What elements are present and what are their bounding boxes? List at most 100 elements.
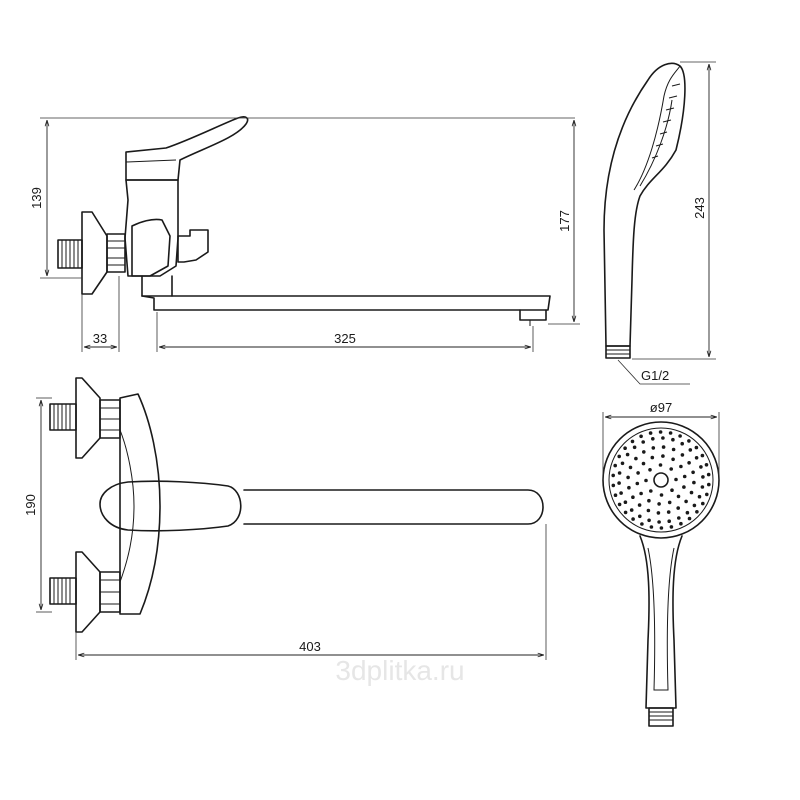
- nozzle-dot: [692, 503, 697, 508]
- nozzle-dot: [651, 437, 655, 441]
- nozzle-dot: [687, 516, 692, 521]
- nozzle-dot: [658, 463, 663, 467]
- nozzle-dot: [634, 456, 638, 461]
- nozzle-dot: [656, 511, 661, 515]
- top-inlet-lower: [49, 551, 121, 633]
- dim-shower-length: 243: [692, 197, 707, 219]
- dim-total-length: 403: [299, 639, 321, 654]
- side-inlet-thread: [57, 239, 83, 269]
- shower-front-thread: [648, 707, 674, 727]
- nozzle-dot: [648, 431, 653, 435]
- nozzle-dot: [700, 485, 705, 489]
- nozzle-dot: [658, 430, 663, 434]
- nozzle-dot: [705, 492, 709, 497]
- nozzle-dot: [688, 448, 693, 452]
- nozzle-dot: [674, 477, 678, 482]
- nozzle-dot: [630, 439, 635, 444]
- nozzle-dot: [640, 522, 644, 526]
- side-spout: [141, 295, 551, 311]
- nozzle-dot: [682, 474, 687, 479]
- nozzle-dot: [617, 471, 622, 475]
- nozzle-dot: [685, 510, 690, 515]
- nozzle-dot: [671, 457, 675, 462]
- nozzle-dot: [680, 453, 685, 457]
- nozzle-dot: [649, 525, 654, 529]
- thread-label: G1/2: [641, 368, 669, 383]
- nozzle-dot: [638, 514, 642, 519]
- nozzle-dot: [669, 467, 673, 471]
- shower-front-dimensions: ø97: [602, 400, 720, 480]
- nozzle-dot: [667, 500, 672, 505]
- side-aerator: [519, 309, 547, 321]
- nozzle-dot: [648, 468, 652, 472]
- nozzle-dot: [694, 456, 699, 460]
- faucet-side-view: [57, 116, 551, 326]
- nozzle-dot: [613, 463, 617, 468]
- nozzle-dot: [623, 500, 628, 505]
- nozzle-dot: [625, 452, 630, 457]
- shower-front-center: [653, 472, 669, 488]
- nozzle-dot: [620, 461, 625, 466]
- nozzle-dot: [641, 440, 645, 444]
- nozzle-dot: [631, 495, 635, 500]
- nozzle-dot: [706, 472, 711, 477]
- nozzle-dot: [651, 446, 656, 450]
- nozzle-dot: [700, 453, 705, 458]
- side-mixer-front: [131, 218, 171, 277]
- dim-inlet-offset: 33: [93, 331, 107, 346]
- side-eccentric-nut: [106, 233, 126, 273]
- nozzle-dot: [682, 485, 686, 489]
- nozzle-dot: [647, 518, 651, 523]
- nozzle-dot: [666, 510, 671, 514]
- nozzle-dot: [699, 465, 703, 469]
- nozzle-dot: [679, 464, 683, 469]
- nozzle-dot: [657, 502, 661, 506]
- nozzle-dot: [671, 447, 676, 452]
- nozzle-dot: [639, 491, 643, 496]
- nozzle-dot: [670, 488, 674, 493]
- top-mixer-body: [119, 393, 161, 615]
- nozzle-dot: [617, 454, 621, 459]
- dim-side-height: 139: [29, 187, 44, 209]
- nozzle-dot: [646, 508, 651, 513]
- nozzle-dot: [676, 494, 681, 499]
- nozzle-dot: [617, 502, 622, 507]
- nozzle-dot: [679, 521, 683, 526]
- side-spout-joint: [141, 275, 173, 297]
- nozzle-dot: [619, 491, 623, 495]
- nozzle-dot: [694, 445, 699, 450]
- nozzle-dot: [628, 465, 633, 470]
- nozzle-dot: [657, 520, 661, 524]
- nozzle-dot: [629, 508, 634, 512]
- hand-shower-front-view: [602, 421, 720, 727]
- nozzle-dot: [704, 463, 709, 467]
- nozzle-dot: [617, 481, 621, 485]
- nozzle-dot: [637, 503, 642, 507]
- nozzle-dot: [701, 501, 705, 506]
- shower-front-head: [602, 421, 720, 539]
- top-inlet-upper: [49, 377, 121, 459]
- shower-front-handle: [639, 535, 683, 709]
- nozzle-dot: [678, 434, 682, 438]
- nozzle-dot: [689, 490, 694, 495]
- nozzle-dot: [680, 441, 684, 446]
- nozzle-dot: [650, 455, 655, 460]
- nozzle-dot: [684, 499, 688, 504]
- nozzle-dot: [687, 439, 691, 443]
- hand-shower-side-view: [603, 62, 686, 359]
- nozzle-dot: [632, 445, 637, 450]
- shower-side-thread: [605, 345, 631, 359]
- nozzle-dot: [692, 480, 696, 485]
- nozzle-dot: [613, 493, 618, 498]
- dim-spout-reach: 325: [334, 331, 356, 346]
- top-dimensions: 190 403: [23, 397, 547, 660]
- nozzle-dot: [659, 526, 664, 530]
- side-dimensions: 139 177 33 325: [29, 117, 580, 352]
- dim-spout-height: 177: [557, 210, 572, 232]
- faucet-top-view: [49, 377, 544, 633]
- side-mixer-body: [124, 179, 179, 277]
- nozzle-dot: [697, 494, 702, 499]
- shower-dimensions: 243 G1/2: [617, 61, 716, 385]
- nozzle-dot: [631, 517, 635, 521]
- nozzle-dot: [691, 470, 695, 475]
